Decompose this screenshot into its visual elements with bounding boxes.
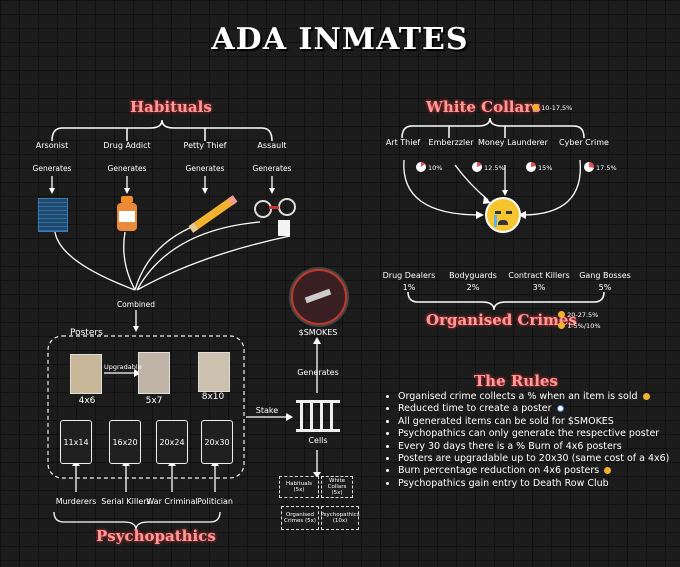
rule-text: Psychopathics can only generate the resp… [398,428,659,439]
rule-item: Burn percentage reduction on 4x6 posters [398,465,669,477]
rule-item: Psychopathics gain entry to Death Row Cl… [398,478,669,490]
rule-text: Burn percentage reduction on 4x6 posters [398,465,599,476]
white-collars-heading: White Collars [426,98,541,116]
org-gang-bosses: Gang Bosses [578,271,632,280]
organised-range-coin: 20-27.5% [556,311,598,319]
habitual-petty-thief: Petty Thief [175,141,235,150]
org-pct-gang-bosses: 5% [578,283,632,292]
white-collars-range: 10-17,5% [530,104,572,112]
psychopathics-heading: Psychopathics [96,527,216,545]
pill-bottle-icon [116,196,138,232]
white-collar-cyber-crime: Cyber Crime [556,138,612,147]
rule-item: Reduced time to create a poster [398,403,669,415]
psycho-murderers: Murderers [52,497,100,506]
clock-icon [557,405,564,412]
poster-card-20x24: 20x24 [156,420,188,464]
rule-text: Organised crime collects a % when an ite… [398,391,638,402]
rule-item: All generated items can be sold for $SMO… [398,416,669,428]
crying-face-icon [485,197,521,233]
cell-box-habituals: Habituals (5x) [279,476,319,498]
posters-label: Posters [70,328,103,338]
poster-size-4x6: 4x6 [72,396,102,406]
rule-item: Psychopathics can only generate the resp… [398,428,669,440]
generates-label: Generates [175,164,235,173]
cell-box-white-collars: White Collars (5x) [321,476,353,498]
rules-list: Organised crime collects a % when an ite… [384,391,669,490]
burn-icon [604,467,611,474]
rule-text: Psychopathics gain entry to Death Row Cl… [398,478,609,489]
upgradable-label: Upgradable [104,363,142,371]
white-collar-emberzzler: Emberzzler [426,138,476,147]
poster-size-8x10: 8x10 [198,392,228,402]
white-collars-title: White Collars [426,98,541,116]
organised-range-coin-text: 20-27.5% [567,311,598,319]
coin-icon [558,311,565,318]
poster-card-11x14: 11x14 [60,420,92,464]
cells-bars-icon [296,400,340,432]
white-collar-money-launderer: Money Launderer [478,138,538,147]
poster-size-5x7: 5x7 [139,396,169,406]
poster-4x6-image [70,354,102,394]
poster-5x7-image [138,352,170,394]
generates-label: Generates [97,164,157,173]
rule-item: Every 30 days there is a % Burn of 4x6 p… [398,441,669,453]
habitual-assault: Assault [242,141,302,150]
poster-card-20x30: 20x30 [201,420,233,464]
psycho-war-criminal: War Criminal [146,497,198,506]
habitual-drug-addict: Drug Addict [97,141,157,150]
generates-label: Generates [242,164,302,173]
rule-text: Posters are upgradable up to 20x30 (same… [398,453,669,464]
org-pct-contract-killers: 3% [506,283,572,292]
handcuffs-icon [254,196,298,216]
cell-box-organised-crimes: Organised Crimes (5x) [281,506,319,530]
org-drug-dealers: Drug Dealers [382,271,436,280]
combined-label: Combined [110,300,162,309]
document-icon [278,220,290,236]
smokes-generates-label: Generates [290,368,346,377]
pct-money-launderer: 15% [538,164,552,172]
smokes-token-icon [291,269,347,325]
pct-emberzzler: 12.5% [484,164,505,172]
poster-8x10-image [198,352,230,392]
white-collar-art-thief: Art Thief [378,138,428,147]
pct-cyber-crime: 17.5% [596,164,617,172]
cells-label: Cells [298,436,338,445]
org-pct-bodyguards: 2% [446,283,500,292]
rules-heading: The Rules [474,372,558,390]
poster-card-16x20: 16x20 [109,420,141,464]
smokes-label: $SMOKES [290,328,346,337]
psycho-politician: Politician [192,497,238,506]
stake-label: Stake [252,406,282,415]
generates-label: Generates [22,164,82,173]
org-pct-drug-dealers: 1% [382,283,436,292]
spellbook-icon [38,198,68,232]
pct-art-thief: 10% [428,164,442,172]
organised-range-burn: 1-5%/10% [556,322,601,330]
organised-range-burn-text: 1-5%/10% [567,322,600,330]
habitual-arsonist: Arsonist [22,141,82,150]
rule-text: All generated items can be sold for $SMO… [398,416,614,427]
page-title: ADA INMATES [0,22,680,57]
white-collars-range-text: 10-17,5% [541,104,572,112]
org-bodyguards: Bodyguards [446,271,500,280]
org-contract-killers: Contract Killers [506,271,572,280]
organised-crimes-heading: Organised Crimes [426,311,577,329]
rule-item: Posters are upgradable up to 20x30 (same… [398,453,669,465]
coin-icon [532,104,539,111]
habituals-heading: Habituals [130,98,212,116]
cell-box-psychopathics: Psychopathics (10x) [321,506,359,530]
coin-icon [643,393,650,400]
rule-text: Reduced time to create a poster [398,403,552,414]
coin-icon [558,322,565,329]
rule-text: Every 30 days there is a % Burn of 4x6 p… [398,441,622,452]
rule-item: Organised crime collects a % when an ite… [398,391,669,403]
